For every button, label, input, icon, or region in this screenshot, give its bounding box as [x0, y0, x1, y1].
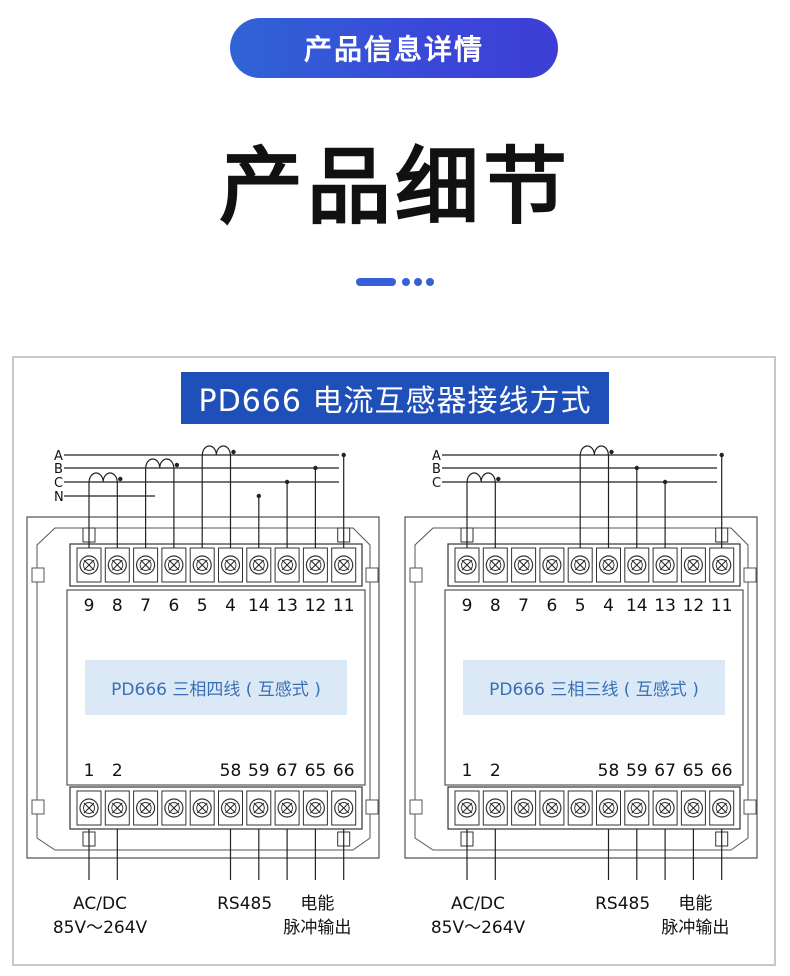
top-terminal-number: 11: [711, 596, 733, 616]
top-terminal-number: 7: [140, 596, 151, 616]
power-voltage-label: 85V～264V: [53, 918, 148, 938]
mount-clip: [31, 799, 45, 815]
top-terminal-number: 14: [626, 596, 648, 616]
power-label: AC/DC: [73, 894, 127, 914]
phase-label-c: C: [54, 476, 63, 491]
bottom-terminal-number: 1: [462, 761, 473, 781]
junction-dot: [609, 449, 614, 455]
pulse-label: 电能: [300, 894, 334, 914]
bottom-terminal-number: 65: [683, 761, 705, 781]
bottom-terminal-number: 66: [333, 761, 355, 781]
junction-dot: [174, 462, 180, 468]
phase-label-n: N: [54, 490, 64, 505]
bottom-terminal-number: 66: [711, 761, 733, 781]
top-terminal-number: 11: [333, 596, 355, 616]
mount-clip: [365, 567, 379, 583]
top-terminal-number: 8: [112, 596, 123, 616]
top-terminal-number: 4: [225, 596, 236, 616]
bottom-terminal-number: 58: [598, 761, 620, 781]
top-terminal-number: 12: [305, 596, 327, 616]
bottom-terminal-number: 65: [305, 761, 327, 781]
phase-label-c: C: [432, 476, 441, 491]
top-terminal-number: 13: [654, 596, 676, 616]
bottom-terminal-number: 2: [490, 761, 501, 781]
meter-inner-outline: [414, 527, 749, 851]
phase-label-a: A: [432, 449, 441, 464]
bottom-terminal-number: 67: [654, 761, 676, 781]
mount-clip: [409, 799, 423, 815]
pulse-output-label: 脉冲输出: [661, 918, 729, 938]
mount-clip: [743, 799, 757, 815]
top-terminal-number: 9: [84, 596, 95, 616]
rs485-label: RS485: [217, 894, 272, 914]
top-terminal-number: 5: [197, 596, 208, 616]
junction-dot: [313, 465, 318, 471]
section-pill: 产品信息详情: [230, 18, 558, 78]
top-terminal-number: 7: [518, 596, 529, 616]
junction-dot: [496, 476, 501, 482]
top-terminal-number: 5: [575, 596, 586, 616]
junction-dot: [256, 493, 261, 499]
junction-dot: [662, 479, 668, 485]
rs485-label: RS485: [595, 894, 650, 914]
meter-inner-outline: [36, 527, 371, 851]
current-transformer-coil: [466, 472, 496, 483]
current-transformer-coil: [145, 458, 175, 469]
power-label: AC/DC: [451, 894, 505, 914]
junction-dot: [118, 476, 123, 482]
top-terminal-number: 8: [490, 596, 501, 616]
phase-label-b: B: [54, 462, 63, 477]
phase-label-a: A: [54, 449, 63, 464]
pulse-label: 电能: [678, 894, 712, 914]
panel-caption: PD666 三相三线 ( 互感式 ): [489, 680, 699, 700]
top-terminal-number: 9: [462, 596, 473, 616]
mount-clip: [31, 567, 45, 583]
junction-dot: [284, 479, 290, 485]
top-terminal-number: 14: [248, 596, 270, 616]
panel-caption: PD666 三相四线 ( 互感式 ): [111, 680, 321, 700]
bottom-terminal-number: 59: [626, 761, 648, 781]
junction-dot: [231, 449, 236, 455]
caption-box: [85, 660, 347, 715]
power-voltage-label: 85V～264V: [431, 918, 526, 938]
top-terminal-number: 12: [683, 596, 705, 616]
top-terminal-number: 6: [546, 596, 557, 616]
phase-label-b: B: [432, 462, 441, 477]
diagram-banner-title: PD666 电流互感器接线方式: [181, 372, 609, 424]
top-terminal-number: 4: [603, 596, 614, 616]
bottom-terminal-number: 67: [276, 761, 298, 781]
page-title: 产品细节: [218, 138, 571, 236]
bottom-terminal-number: 2: [112, 761, 123, 781]
junction-dot: [341, 452, 346, 458]
bottom-terminal-number: 58: [220, 761, 242, 781]
current-transformer-coil: [201, 445, 231, 456]
current-transformer-coil: [88, 472, 118, 483]
junction-dot: [719, 452, 724, 458]
mount-clip: [743, 567, 757, 583]
bottom-terminal-number: 1: [84, 761, 95, 781]
pulse-output-label: 脉冲输出: [283, 918, 351, 938]
junction-dot: [634, 465, 639, 471]
mount-clip: [409, 567, 423, 583]
top-terminal-number: 13: [276, 596, 298, 616]
mount-clip: [365, 799, 379, 815]
top-terminal-number: 6: [168, 596, 179, 616]
bottom-terminal-number: 59: [248, 761, 270, 781]
caption-box: [463, 660, 725, 715]
current-transformer-coil: [579, 445, 609, 456]
